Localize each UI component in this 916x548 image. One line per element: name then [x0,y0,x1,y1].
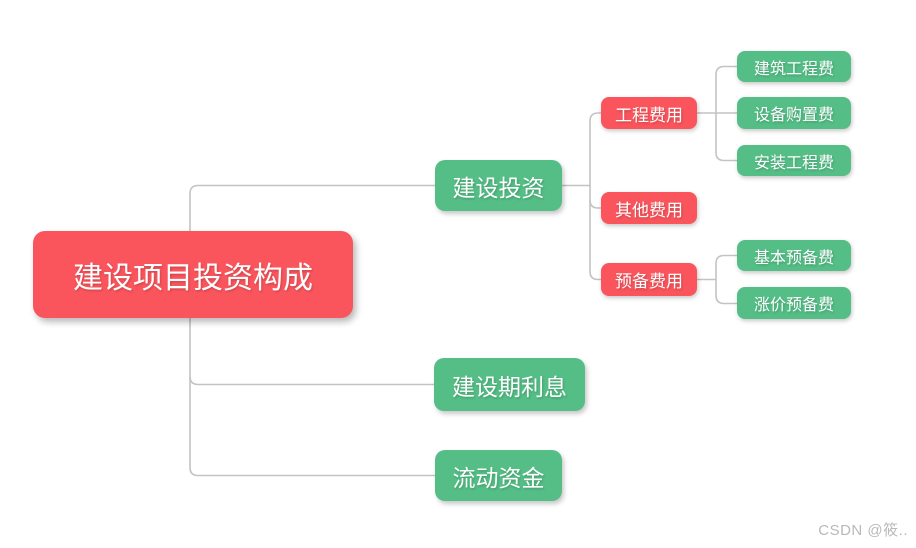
connector-root-trunk [189,184,436,477]
node-equipment-purchase-fee[interactable]: 设备购置费 [737,97,851,129]
node-reserve-cost[interactable]: 预备费用 [601,263,697,296]
node-construction-investment[interactable]: 建设投资 [435,160,562,211]
node-working-capital[interactable]: 流动资金 [435,450,562,501]
csdn-watermark: CSDN @筱.. [818,522,908,539]
root-node-project-investment-composition[interactable]: 建设项目投资构成 [33,231,353,318]
node-construction-period-interest[interactable]: 建设期利息 [434,358,585,411]
node-building-works-fee[interactable]: 建筑工程费 [737,51,851,82]
node-price-increase-reserve-fee[interactable]: 涨价预备费 [737,287,851,319]
node-engineering-cost[interactable]: 工程费用 [601,97,697,129]
connector-root-interest [189,376,435,386]
node-other-cost[interactable]: 其他费用 [601,192,697,224]
connector-engineering-trunk [715,65,737,162]
node-installation-works-fee[interactable]: 安装工程费 [737,145,851,176]
connector-reserve-trunk [715,254,737,305]
connector-level2-trunk [589,112,602,281]
node-basic-reserve-fee[interactable]: 基本预备费 [737,240,851,271]
